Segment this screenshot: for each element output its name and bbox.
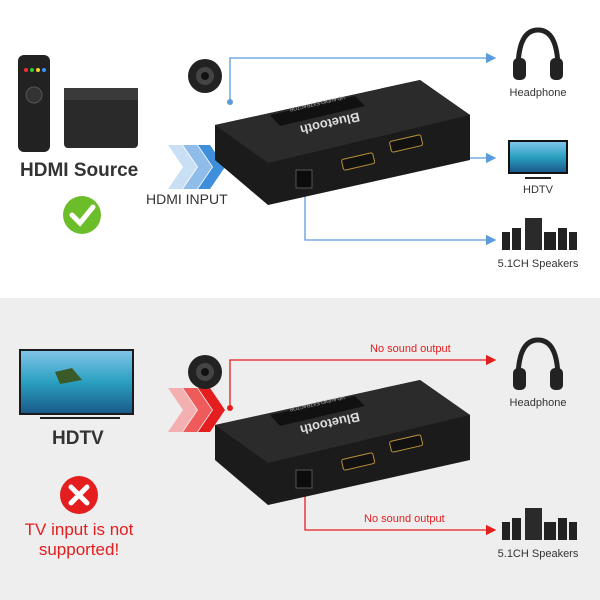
output-label-headphone: Headphone (509, 87, 567, 99)
x-circle-icon (60, 476, 98, 514)
audio-jack-icon (188, 355, 222, 389)
audio-jack-icon (188, 59, 222, 93)
warning-line: supported! (38, 540, 120, 559)
tv-icon (508, 140, 568, 179)
warning-line: TV input is not (24, 520, 134, 539)
tv-box-icon (64, 88, 138, 148)
speakers-icon (502, 508, 577, 540)
output-label-speakers: 5.1CH Speakers (497, 548, 579, 560)
warning-text: TV input is not supported! (0, 520, 158, 560)
no-output-label: No sound output (364, 513, 445, 525)
output-label-speakers: 5.1CH Speakers (497, 258, 579, 270)
chevron-arrows-icon (168, 145, 225, 189)
input-label: HDMI INPUT (146, 191, 228, 207)
output-label-hdtv: HDTV (523, 184, 553, 196)
remote-control-icon (18, 55, 50, 152)
check-circle-icon (63, 196, 101, 234)
headphone-icon (513, 27, 563, 80)
output-label-headphone: Headphone (509, 397, 567, 409)
hdtv-source-icon (19, 349, 134, 419)
source-label: HDMI Source (20, 160, 139, 181)
speakers-icon (502, 218, 577, 250)
audio-extractor-device (215, 380, 470, 505)
chevron-arrows-icon (168, 388, 225, 432)
source-label: HDTV (52, 428, 104, 449)
headphone-icon (513, 337, 563, 390)
no-output-label: No sound output (370, 343, 451, 355)
audio-extractor-device (215, 80, 470, 205)
